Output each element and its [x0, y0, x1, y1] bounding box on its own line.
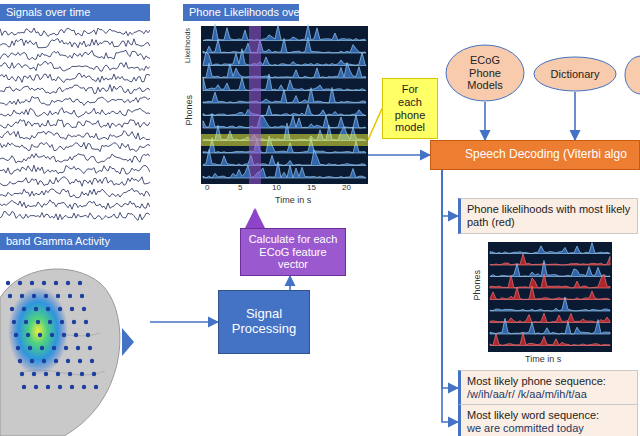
panel-header: Signals over time [0, 4, 150, 21]
panel-header: band Gamma Activity [0, 233, 150, 250]
output-note: Most likely word sequence:we are committ… [458, 404, 638, 436]
node-text: we are committed today [467, 422, 631, 435]
model-oval: Dictionary [533, 56, 617, 92]
axis-label: Phones [473, 270, 483, 301]
axis-label: Time in s [525, 355, 561, 365]
connector [289, 276, 291, 290]
cropped-oval [625, 56, 640, 94]
node-text: For each phone model [389, 83, 431, 134]
panel-header: Phone Likelihoods over time [183, 4, 299, 21]
axis-label: 10 [272, 184, 281, 193]
model-oval: ECoG Phone Models [445, 44, 525, 102]
likelihood-path-heatmap [488, 242, 612, 352]
callout-box: For each phone model [382, 78, 438, 139]
ecog-traces [0, 26, 150, 228]
axis-label: Time in s [275, 196, 311, 206]
phone-likelihood-heatmap [183, 22, 368, 184]
connector [254, 210, 257, 228]
node-text: Speech Decoding (Viterbi algo [465, 148, 633, 162]
connector [442, 170, 458, 216]
node-text: /w/ih/aa/r/ /k/aa/m/ih/t/aa [467, 388, 631, 401]
node-text: ECoG Phone Models [455, 54, 515, 92]
axis-label: 0 [205, 184, 209, 193]
axis-label: Likelihoods [184, 28, 192, 63]
axis-label: 20 [342, 184, 351, 193]
node-text: Dictionary [551, 68, 600, 81]
process-box: Calculate for each ECoG feature vector [240, 228, 346, 276]
node-text: Most likely word sequence: [467, 409, 631, 422]
node-text: Phone likelihoods with most likely path … [467, 203, 631, 228]
connector [574, 92, 576, 140]
axis-label: Phones [185, 95, 195, 126]
heatmap-panel: Phone Likelihoods over time [183, 4, 368, 210]
connector [150, 321, 218, 323]
signal-panel: Signals over time [0, 4, 150, 230]
output-note: Most likely phone sequence:/w/ih/aa/r/ /… [458, 370, 638, 406]
node-text: Signal Processing [225, 307, 303, 337]
brain-illustration [0, 253, 150, 436]
connector [368, 154, 430, 156]
node-text: Most likely phone sequence: [467, 375, 631, 388]
connector [368, 109, 382, 141]
connector [484, 102, 486, 140]
brain-panel: band Gamma Activity [0, 233, 150, 436]
axis-label: 5 [238, 184, 242, 193]
axis-label: 15 [307, 184, 316, 193]
process-box: Signal Processing [218, 290, 310, 354]
output-note: Phone likelihoods with most likely path … [458, 198, 638, 234]
connector [442, 170, 458, 422]
decoder-bar: Speech Decoding (Viterbi algo [430, 140, 640, 170]
node-text: Calculate for each ECoG feature vector [247, 233, 339, 271]
connector [442, 170, 458, 388]
